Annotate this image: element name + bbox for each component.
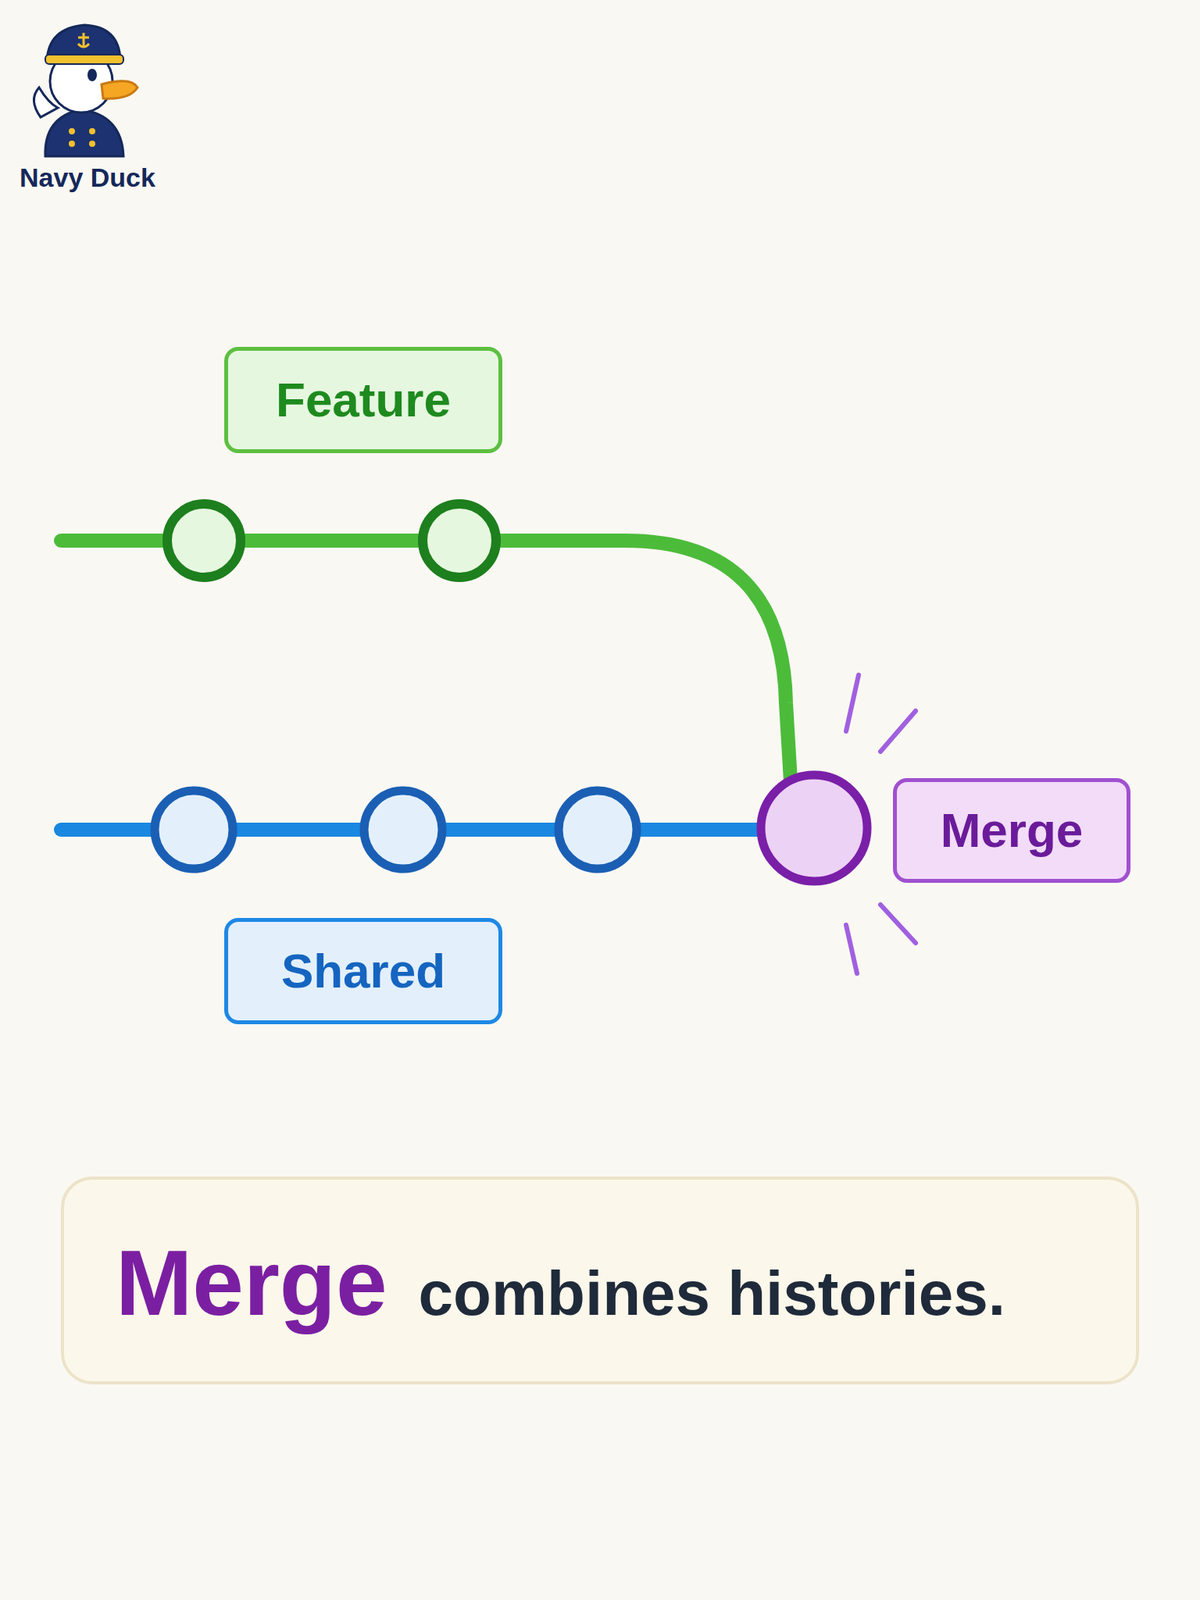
- jacket-button: [68, 128, 75, 135]
- jacket-button: [89, 140, 96, 147]
- commit-circle: [422, 503, 497, 578]
- label-text: Shared: [281, 942, 446, 999]
- duck-logo: [33, 25, 138, 157]
- duck-jacket: [45, 109, 124, 157]
- merge-label: Merge: [892, 778, 1131, 883]
- sparkle-stroke: [846, 925, 858, 974]
- commit-circle: [364, 790, 443, 869]
- branch-label: Shared: [224, 917, 503, 1025]
- cap-band: [45, 54, 124, 65]
- commit-circle: [154, 790, 233, 869]
- commit-circle: [167, 503, 241, 578]
- duck-eye: [87, 68, 97, 82]
- sparkle-stroke: [846, 675, 859, 732]
- logo-name: Navy Duck: [19, 162, 156, 193]
- caption-box: Merge combines histories.: [60, 1176, 1140, 1385]
- label-text: Merge: [940, 802, 1084, 858]
- sparkle-stroke: [880, 904, 916, 943]
- caption-text: combines histories.: [418, 1259, 1006, 1329]
- merge-commit-circle: [760, 775, 868, 882]
- sparkle-stroke: [880, 710, 916, 752]
- anchor-symbol: [78, 32, 90, 47]
- label-text: Feature: [275, 371, 451, 428]
- commit-circle: [558, 790, 637, 869]
- branch-label: Feature: [224, 346, 503, 454]
- feature-branch-line: [60, 540, 791, 782]
- jacket-button: [89, 128, 96, 135]
- caption-text: Merge: [115, 1232, 388, 1335]
- duck-beak: [101, 81, 138, 99]
- jacket-button: [68, 140, 75, 147]
